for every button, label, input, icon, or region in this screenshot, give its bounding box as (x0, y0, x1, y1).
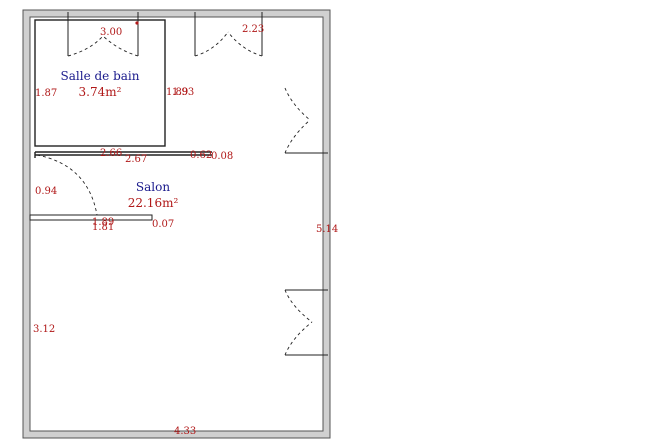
dim-partition-d: 0.08 (211, 151, 233, 162)
dim-left-wall: 3.12 (33, 324, 55, 335)
room-area-salon: 22.16m² (128, 196, 179, 210)
dim-bath-left: 1.87 (35, 88, 57, 99)
dim-top-right: 2.23 (242, 24, 264, 35)
room-area-bathroom: 3.74m² (79, 85, 122, 99)
partition-wall (34, 151, 212, 158)
right-door-upper (284, 87, 328, 154)
dim-partition-a: 2.66 (100, 148, 122, 159)
entry-door (194, 12, 263, 57)
room-name-salon: Salon (136, 180, 170, 194)
dim-bath-right-a: 1.89 (166, 87, 188, 98)
dim-right-wall: 5.14 (316, 224, 338, 235)
salon-door (36, 154, 98, 216)
right-door-lower (284, 289, 328, 356)
bathroom-walls (34, 19, 166, 147)
lower-partition (29, 214, 153, 221)
room-name-bathroom: Salle de bain (61, 69, 140, 83)
bathroom-door (67, 12, 139, 57)
outer-walls (22, 9, 331, 439)
dim-bath-top: 3.00 (100, 27, 122, 38)
dim-low-partition-a: 1.89 (92, 217, 114, 228)
dim-partition-b: 2.67 (125, 154, 147, 165)
dim-partition-c: 0.62 (190, 150, 212, 161)
dim-bath-right-b: 1.93 (172, 87, 194, 98)
dim-bottom: 4.33 (174, 426, 196, 437)
dim-low-partition-c: 0.07 (152, 219, 174, 230)
dim-low-partition-b: 1.81 (92, 222, 114, 233)
dim-door-left: 0.94 (35, 186, 57, 197)
